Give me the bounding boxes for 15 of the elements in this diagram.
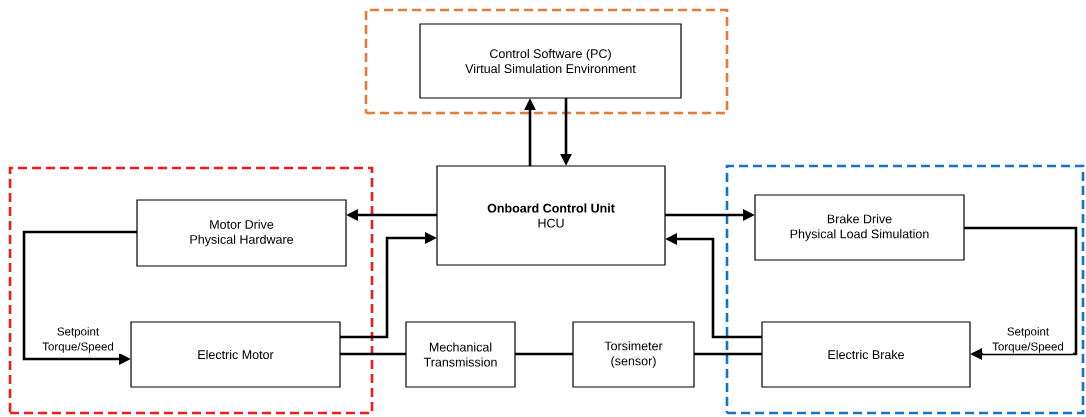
block-box: Onboard Control Unit HCU [436,165,666,266]
block-box: Brake Drive Physical Load Simulation [754,194,965,261]
edge-label: Setpoint Torque/Speed [33,326,123,354]
block-box: Electric Motor [130,321,341,388]
block-box: Motor Drive Physical Hardware [136,199,347,267]
arrow [964,226,1078,360]
block-box: Torsimeter (sensor) [572,321,695,388]
dashed-group-box [725,164,1085,415]
edge-label: Setpoint Torque/Speed [983,326,1073,354]
block-box: Electric Brake [761,321,971,388]
block-box: Mechanical Transmission [405,321,516,388]
dashed-group-box [8,166,374,415]
block-box: Control Software (PC) Virtual Simulation Environment [419,23,682,99]
dashed-group-box [364,8,729,115]
arrow [22,230,137,365]
